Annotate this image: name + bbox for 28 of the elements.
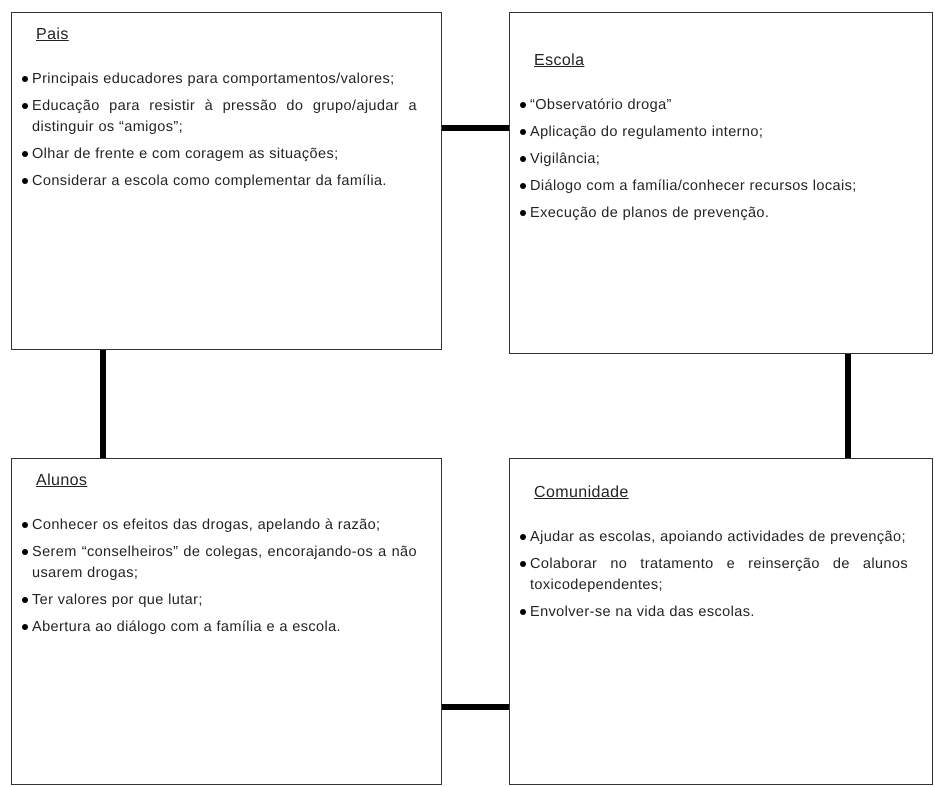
bullet-text: Vigilância; — [530, 150, 600, 169]
bullet-text: Serem “conselheiros” de colegas, encorajando-os a não usarem drogas; — [32, 543, 417, 583]
bullet-text: Olhar de frente e com coragem as situações; — [32, 145, 339, 164]
text-box — [11, 12, 442, 350]
bullet-text: Educação para resistir à pressão do grupo/ajudar a distinguir os “amigos”; — [32, 97, 417, 137]
connector-line — [845, 354, 851, 458]
box-heading: Alunos — [36, 471, 88, 491]
bullet-text: “Observatório droga” — [530, 96, 672, 115]
text-box — [509, 12, 933, 354]
bullet-text: Colaborar no tratamento e reinserção de alunos toxicodependentes; — [530, 555, 908, 595]
bullet-text: Ter valores por que lutar; — [32, 591, 203, 610]
bullet-text: Considerar a escola como complementar da família. — [32, 172, 387, 191]
text-box — [11, 458, 442, 785]
text-box — [509, 458, 933, 785]
bullet-text: Ajudar as escolas, apoiando actividades de prevenção; — [530, 528, 906, 547]
bullet-text: Principais educadores para comportamentos/valores; — [32, 70, 395, 89]
connector-line — [100, 350, 106, 458]
box-heading: Comunidade — [534, 483, 629, 503]
bullet-text: Execução de planos de prevenção. — [530, 204, 770, 223]
box-heading: Pais — [36, 25, 69, 45]
box-heading: Escola — [534, 51, 584, 71]
bullet-text: Aplicação do regulamento interno; — [530, 123, 764, 142]
bullet-text: Envolver-se na vida das escolas. — [530, 603, 755, 622]
bullet-text: Diálogo com a família/conhecer recursos locais; — [530, 177, 857, 196]
bullet-text: Abertura ao diálogo com a família e a escola. — [32, 618, 341, 637]
connector-line — [442, 704, 509, 710]
bullet-text: Conhecer os efeitos das drogas, apelando à razão; — [32, 516, 380, 535]
connector-line — [442, 125, 509, 131]
